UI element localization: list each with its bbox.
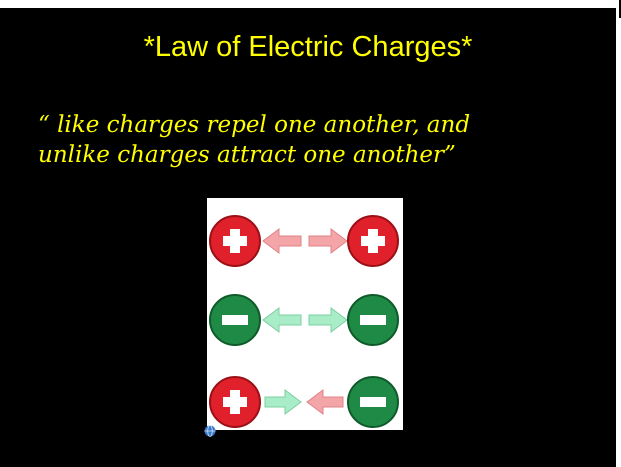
quote-line-2: unlike charges attract one another” bbox=[38, 142, 456, 168]
arrow-left-icon bbox=[306, 389, 344, 415]
charge-diagram bbox=[207, 198, 403, 430]
arrow-right-icon bbox=[308, 307, 348, 333]
edge-mark bbox=[619, 0, 621, 18]
minus-charge-icon bbox=[347, 294, 399, 346]
plus-charge-icon bbox=[209, 376, 261, 428]
row-like-negative bbox=[209, 294, 399, 346]
slide-title: *Law of Electric Charges* bbox=[143, 31, 473, 63]
quote-line-1: “ like charges repel one another, and bbox=[38, 112, 471, 138]
row-unlike bbox=[209, 376, 399, 428]
minus-charge-icon bbox=[347, 376, 399, 428]
arrow-right-icon bbox=[308, 228, 348, 254]
plus-charge-icon bbox=[209, 215, 261, 267]
charge-diagram-svg bbox=[209, 215, 399, 428]
globe-icon[interactable] bbox=[204, 425, 216, 437]
arrow-left-icon bbox=[262, 228, 302, 254]
row-like-positive bbox=[209, 215, 399, 267]
arrow-right-icon bbox=[264, 389, 302, 415]
minus-charge-icon bbox=[209, 294, 261, 346]
plus-charge-icon bbox=[347, 215, 399, 267]
arrow-left-icon bbox=[262, 307, 302, 333]
law-quote: “ like charges repel one another, and un… bbox=[38, 110, 598, 170]
slide: *Law of Electric Charges* “ like charges… bbox=[0, 8, 616, 467]
